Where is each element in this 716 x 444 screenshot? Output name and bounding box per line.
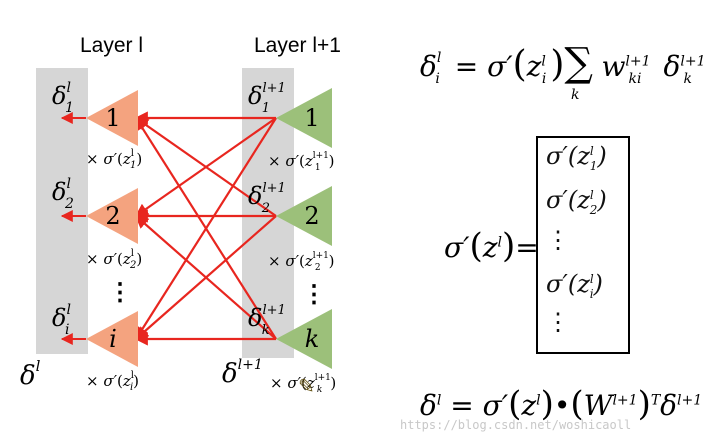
right-node-k-label: k xyxy=(305,325,320,353)
right-ellipsis: ⋮ xyxy=(302,279,326,308)
sigma-prime-vector: σ′(zl1) σ′(zl2) ⋮ σ′(zli) ⋮ xyxy=(536,136,630,354)
vector-row-2: σ′(zl2) xyxy=(546,186,607,217)
left-node-2-shape xyxy=(86,188,138,244)
output-arrows xyxy=(60,112,86,345)
vector-row-i: σ′(zli) xyxy=(546,270,603,301)
left-node-i-label: i xyxy=(109,325,117,353)
edge-rk-l1 xyxy=(135,116,277,340)
watermark: https://blog.csdn.net/woshicaoll xyxy=(400,418,632,432)
vector-row-1: σ′(zl1) xyxy=(546,142,607,173)
connections xyxy=(134,111,277,346)
left-node-1-shape xyxy=(86,90,138,146)
right-vector-delta: δl+1 xyxy=(222,357,263,389)
right-node-1-label: 1 xyxy=(304,104,319,132)
vector-row-ellipsis-1: ⋮ xyxy=(546,226,570,254)
layer-l1-title: Layer l+1 xyxy=(254,34,341,57)
right-node-k-shape xyxy=(276,309,332,369)
left-vector-delta: δl xyxy=(20,357,41,391)
right-node-2-shape xyxy=(276,186,332,246)
left-ellipsis: ⋮ xyxy=(108,277,132,306)
edge-rk-l2 xyxy=(135,215,277,340)
left-node-2-label: 2 xyxy=(105,202,120,230)
right-node-2-label: 2 xyxy=(304,202,319,230)
equation-delta-vector: δl = σ′(zl)•(Wl+1)Tδl+1 xyxy=(420,384,703,424)
layer-l-title: Layer l xyxy=(80,34,144,57)
equation-sigma-vector-lhs: σ′(zl)= xyxy=(444,226,539,266)
pencil-icon: ✎ xyxy=(298,374,315,398)
edge-r2-l1 xyxy=(134,117,277,217)
vector-row-ellipsis-2: ⋮ xyxy=(546,308,570,336)
left-node-1-label: 1 xyxy=(105,104,120,132)
right-node-1-shape xyxy=(276,88,332,148)
left-node-i-shape xyxy=(86,311,138,367)
